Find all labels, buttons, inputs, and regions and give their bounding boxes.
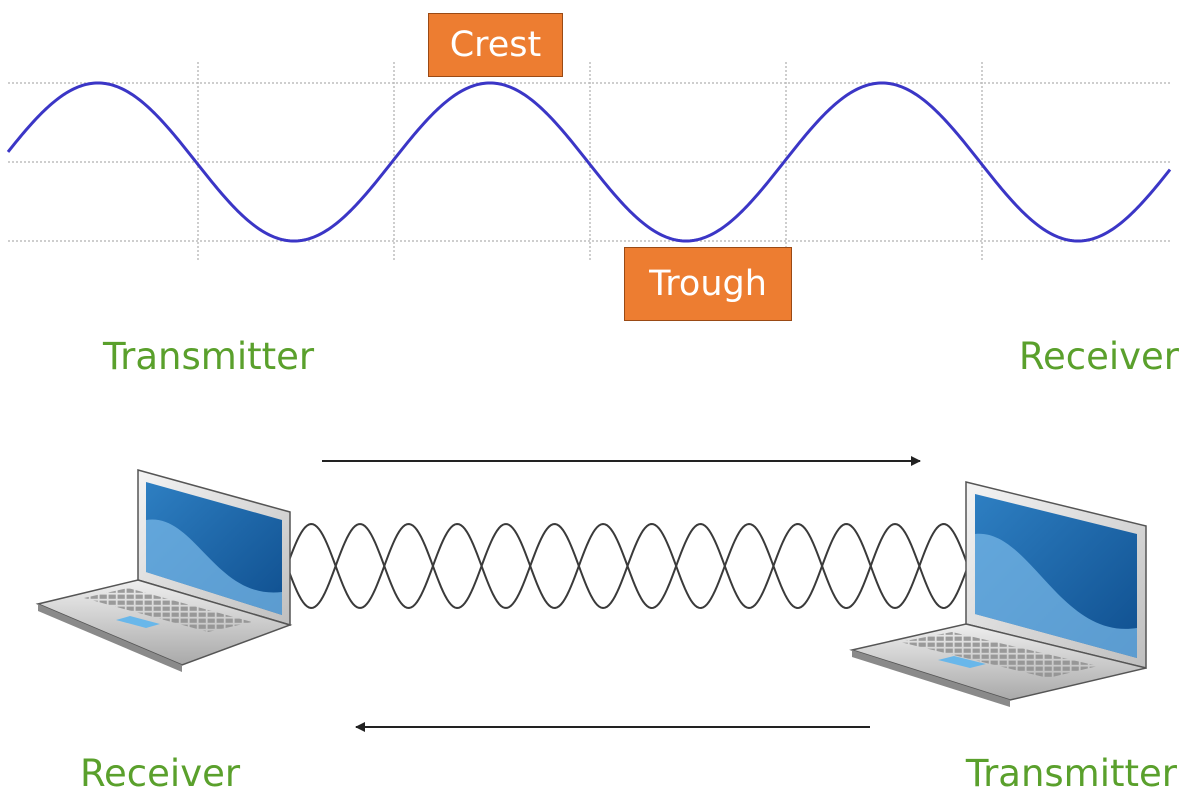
transmitter-caption-bottom: Transmitter bbox=[965, 752, 1177, 795]
wave-grid bbox=[8, 62, 1170, 262]
crest-label-text: Crest bbox=[449, 24, 542, 65]
laptop-link-diagram bbox=[35, 456, 1147, 732]
laptop-left-icon bbox=[35, 469, 293, 672]
transmitter-caption-top: Transmitter bbox=[103, 335, 315, 378]
signal-wave-b bbox=[286, 522, 968, 610]
trough-label-text: Trough bbox=[649, 263, 767, 304]
receiver-caption-bottom: Receiver bbox=[80, 752, 241, 795]
receiver-caption-top: Receiver bbox=[1018, 335, 1179, 378]
laptop-right-icon bbox=[849, 481, 1147, 707]
crest-label: Crest bbox=[428, 13, 563, 77]
trough-label: Trough bbox=[624, 247, 792, 321]
sine-wave-diagram bbox=[6, 62, 1172, 262]
signal-waves bbox=[286, 522, 968, 610]
sine-wave bbox=[6, 81, 1172, 243]
